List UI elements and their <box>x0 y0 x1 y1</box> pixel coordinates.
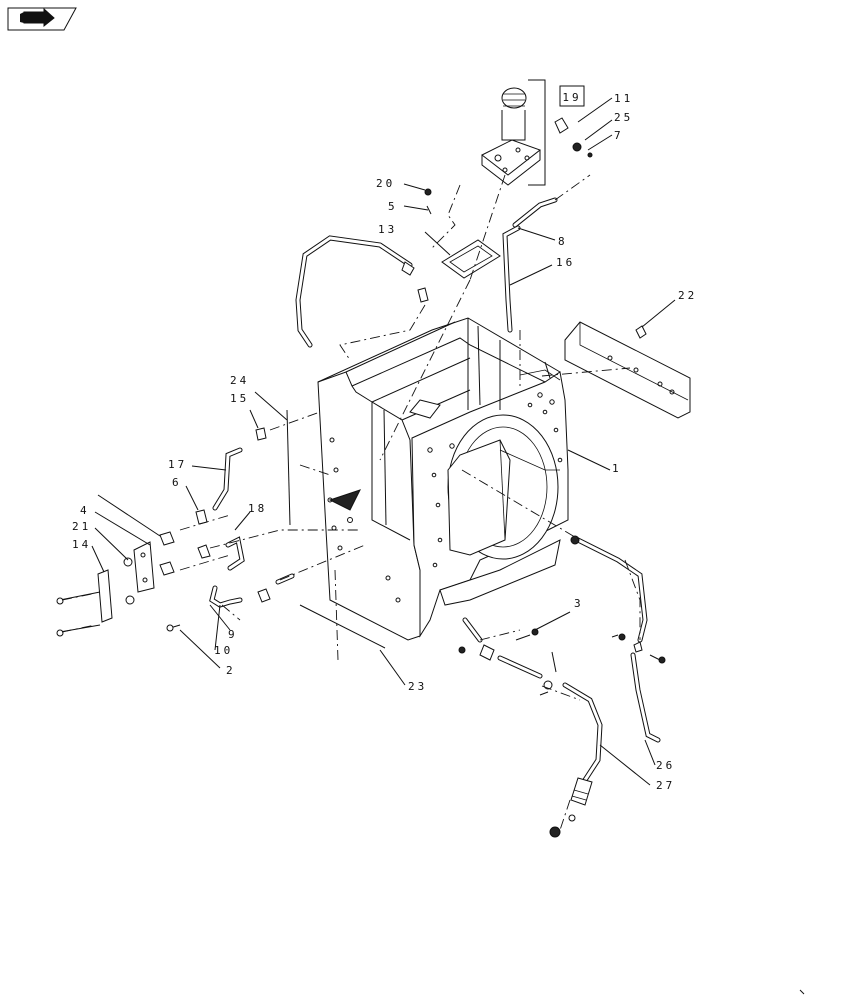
right-tube <box>570 535 666 743</box>
callout-17[interactable]: 17 <box>168 458 187 471</box>
callout-19: 19 <box>562 91 581 104</box>
callout-11[interactable]: 11 <box>614 92 633 105</box>
callout-labels: 11 25 7 20 5 8 13 16 22 1 24 15 17 6 4 2… <box>72 92 697 792</box>
assembly-label-box: 19 <box>559 85 585 107</box>
callout-16[interactable]: 16 <box>556 256 575 269</box>
main-frame <box>317 317 569 641</box>
callout-3[interactable]: 3 <box>574 597 584 610</box>
callout-23[interactable]: 23 <box>408 680 427 693</box>
callout-22[interactable]: 22 <box>678 289 697 302</box>
callout-8[interactable]: 8 <box>558 235 568 248</box>
side-bracket <box>564 321 691 419</box>
callout-27[interactable]: 27 <box>656 779 675 792</box>
callout-4[interactable]: 4 <box>80 504 90 517</box>
callout-24[interactable]: 24 <box>230 374 249 387</box>
callout-18[interactable]: 18 <box>248 502 267 515</box>
corner-mark <box>799 989 805 995</box>
callout-13[interactable]: 13 <box>378 223 397 236</box>
callout-26[interactable]: 26 <box>656 759 675 772</box>
gasket <box>441 239 501 279</box>
filler-assembly <box>481 79 593 186</box>
callout-2[interactable]: 2 <box>226 664 236 677</box>
back-arrow-icon <box>20 7 55 28</box>
hoses-top <box>295 188 558 348</box>
callout-15[interactable]: 15 <box>230 392 249 405</box>
callout-20[interactable]: 20 <box>376 177 395 190</box>
drain-components <box>458 617 603 838</box>
callout-6[interactable]: 6 <box>172 476 182 489</box>
callout-9[interactable]: 9 <box>228 628 238 641</box>
callout-5[interactable]: 5 <box>388 200 398 213</box>
back-button[interactable] <box>7 7 77 31</box>
callout-14[interactable]: 14 <box>72 538 91 551</box>
centerlines <box>61 174 641 831</box>
callout-21[interactable]: 21 <box>72 520 91 533</box>
callout-25[interactable]: 25 <box>614 111 633 124</box>
leader-lines <box>91 97 676 786</box>
callout-1[interactable]: 1 <box>612 462 622 475</box>
callout-10[interactable]: 10 <box>214 644 233 657</box>
callout-7[interactable]: 7 <box>614 129 624 142</box>
